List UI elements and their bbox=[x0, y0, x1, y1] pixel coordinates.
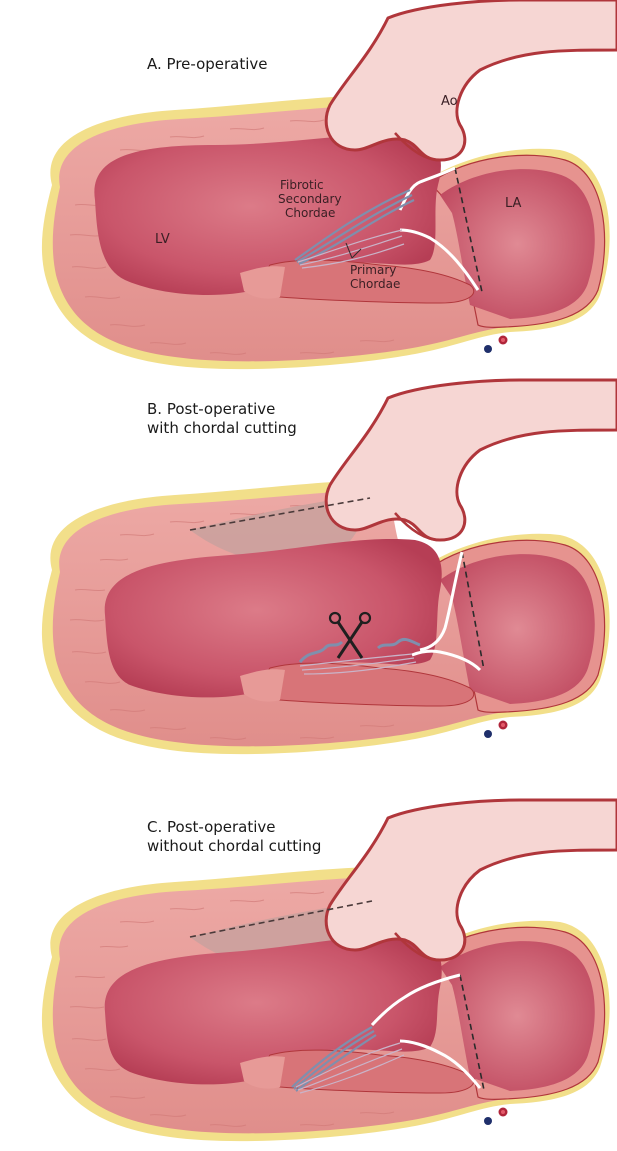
heart-illustration-b bbox=[0, 380, 617, 765]
label-lv: LV bbox=[155, 232, 170, 247]
label-ao: Ao bbox=[441, 94, 458, 109]
panel-c: C. Post-operative without chordal cuttin… bbox=[0, 775, 617, 1151]
label-primary-1: Primary bbox=[350, 263, 396, 277]
label-la: LA bbox=[505, 196, 522, 211]
panel-a: A. Pre-operative bbox=[0, 0, 617, 370]
heart-illustration-c bbox=[0, 775, 617, 1151]
label-secondary-1: Fibrotic bbox=[280, 178, 324, 192]
panel-b: B. Post-operative with chordal cutting bbox=[0, 380, 617, 765]
label-primary-2: Chordae bbox=[350, 277, 400, 291]
heart-illustration-a: Ao LA LV Fibrotic Secondary Chordae Prim… bbox=[0, 0, 617, 370]
label-secondary-2: Secondary bbox=[278, 192, 342, 206]
label-secondary-3: Chordae bbox=[285, 206, 335, 220]
